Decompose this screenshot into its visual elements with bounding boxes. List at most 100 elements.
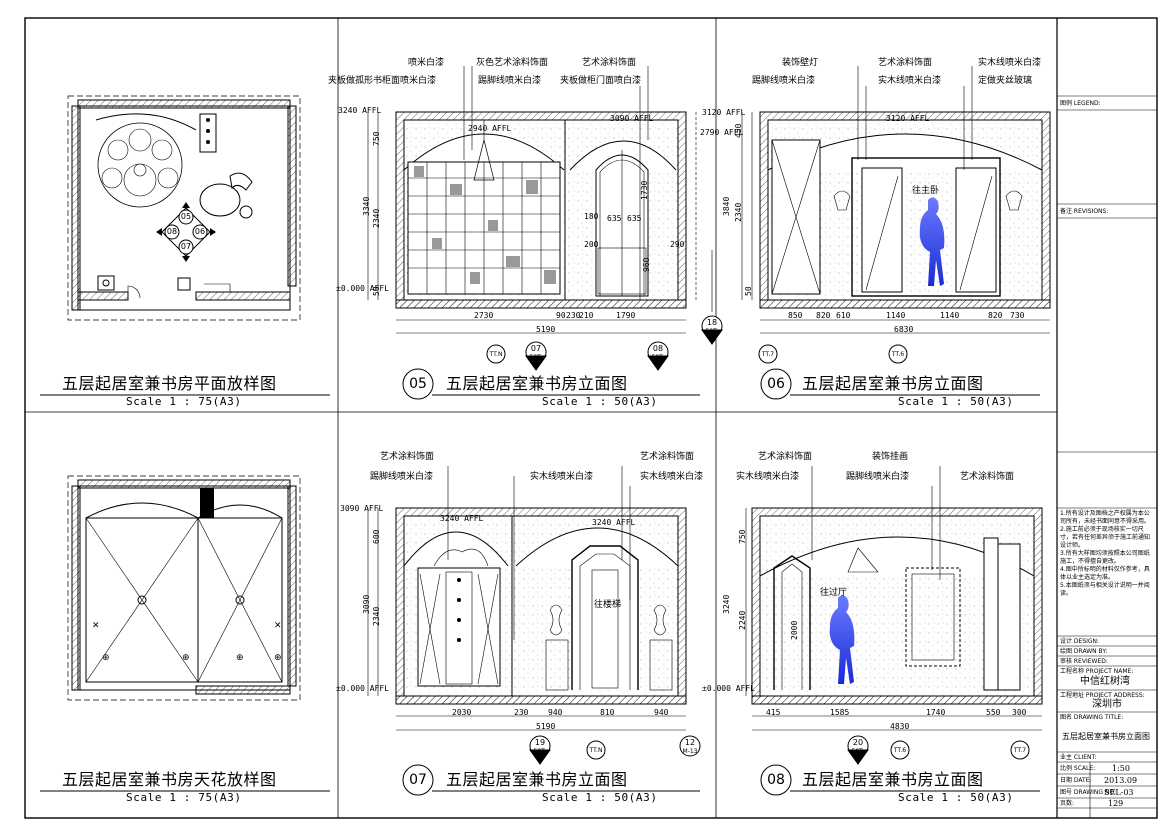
client-label: 业主 CLIENT: [1060, 754, 1097, 761]
vertical-dim: 3340 [362, 196, 371, 216]
axis-tag: TT.N [489, 351, 503, 358]
horizontal-dim: 610 [836, 311, 851, 320]
date-label: 日期 DATE: [1060, 777, 1092, 784]
svg-text:⊕: ⊕ [182, 653, 190, 663]
section-tag-ref: 50T-04 [529, 354, 543, 369]
total-dim: 5190 [536, 722, 556, 731]
vertical-dim: 750 [738, 529, 747, 544]
scale-value: 1:50 [1112, 764, 1130, 773]
drawing-no-label: 图号 DRAWING NO: [1060, 789, 1117, 796]
section-tag: 07 [530, 344, 542, 353]
horizontal-dim: 1140 [886, 311, 906, 320]
panel-title-plan: 五层起居室兼书房平面放样图 [62, 374, 277, 393]
horizontal-dim: 2730 [474, 311, 494, 320]
elevation-07 [367, 507, 687, 731]
inner-dim: 1730 [640, 180, 649, 200]
vertical-dim: 50 [372, 286, 381, 296]
vertical-dim: 750 [372, 131, 381, 146]
title-block [1057, 95, 1157, 818]
project-address: 深圳市 [1092, 699, 1122, 710]
level-mark: ±0.000 AFFL [336, 684, 389, 693]
horizontal-dim: 820 [988, 311, 1003, 320]
inner-dim: 635 [627, 214, 642, 223]
level-mark: 3120 AFFL [702, 108, 746, 117]
svg-text:⊕: ⊕ [102, 653, 110, 663]
horizontal-dim: 940 [548, 708, 563, 717]
panel-title-06: 五层起居室兼书房立面图 [802, 374, 984, 393]
total-dim: 4830 [890, 722, 910, 731]
plan-tag: 05 [180, 212, 192, 221]
level-mark: 3240 AFFL [440, 514, 484, 523]
vertical-dim: 2000 [790, 620, 799, 640]
svg-text:⊕: ⊕ [236, 653, 244, 663]
axis-tag: TT.7 [1013, 747, 1027, 754]
level-mark: 3090 AFFL [340, 504, 384, 513]
horizontal-dim: 230 [566, 311, 581, 320]
material-label: 踢脚线喷米白漆 [846, 472, 910, 482]
level-mark: ±0.000 AFFL [702, 684, 755, 693]
material-label: 灰色艺术涂料饰面 [476, 58, 549, 68]
horizontal-dim: 1585 [830, 708, 850, 717]
direction-note: 往过厅 [820, 588, 848, 598]
address-label: 工程地址 PROJECT ADDRESS: [1060, 692, 1145, 699]
panel-title-07: 五层起居室兼书房立面图 [446, 770, 628, 789]
floor-plan [67, 95, 301, 321]
panel-number-08: 08 [767, 772, 785, 788]
section-tag: 08 [652, 344, 664, 353]
scale-label: 比例 SCALE: [1060, 765, 1096, 772]
horizontal-dim: 1140 [940, 311, 960, 320]
level-mark: 2790 AFFL [700, 128, 744, 137]
material-label: 夹板做孤形书柜面喷米白漆 [328, 76, 437, 86]
horizontal-dim: 850 [788, 311, 803, 320]
material-label: 艺术涂料饰面 [878, 58, 933, 68]
panel-scale-08: Scale 1 : 50(A3) [898, 791, 1014, 804]
horizontal-dim: 210 [579, 311, 594, 320]
material-label: 实木线喷米白漆 [736, 472, 800, 482]
plan-tag: 07 [180, 242, 192, 251]
horizontal-dim: 820 [816, 311, 831, 320]
panel-number-06: 06 [767, 376, 785, 392]
revisions-label: 备注 REVISIONS: [1060, 208, 1109, 215]
svg-text:✕: ✕ [274, 621, 282, 631]
total-dim: 5190 [536, 325, 556, 334]
direction-note: 往主卧 [912, 186, 940, 196]
horizontal-dim: 230 [514, 708, 529, 717]
drawing-no: SEL-03 [1104, 788, 1134, 797]
review-label: 审核 REVIEWED: [1060, 658, 1108, 665]
sheet-frame [24, 17, 1158, 819]
vertical-dim: 2340 [372, 606, 381, 626]
section-tag: 12 [684, 738, 696, 747]
vertical-dim: 600 [372, 529, 381, 544]
total-dim: 6830 [894, 325, 914, 334]
material-label: 艺术涂料饰面 [380, 452, 435, 462]
horizontal-dim: 1740 [926, 708, 946, 717]
horizontal-dim: 300 [1012, 708, 1027, 717]
vertical-dim: 450 [734, 123, 743, 138]
panel-scale-05: Scale 1 : 50(A3) [542, 395, 658, 408]
page-number: 129 [1108, 799, 1124, 808]
level-mark: 3090 AFFL [610, 114, 654, 123]
material-label: 夹板做柜门面喷白漆 [560, 76, 642, 86]
inner-dim: 180 [584, 212, 599, 221]
material-label: 喷米白漆 [408, 58, 445, 68]
section-tag: 20 [852, 738, 864, 747]
section-tag-ref: M-13 [682, 748, 698, 755]
date-value: 2013.09 [1104, 776, 1138, 785]
vertical-dim: 2340 [734, 202, 743, 222]
material-label: 装饰挂画 [872, 452, 909, 462]
section-tag: 19 [534, 738, 546, 747]
axis-tag: TT.6 [893, 747, 907, 754]
drawing-title-label: 图名 DRAWING TITLE: [1060, 714, 1124, 721]
axis-tag: TT.N [589, 747, 603, 754]
material-label: 装饰壁灯 [782, 58, 819, 68]
panel-number-07: 07 [409, 772, 427, 788]
panel-scale-07: Scale 1 : 50(A3) [542, 791, 658, 804]
panel-title-ceiling: 五层起居室兼书房天花放样图 [62, 770, 277, 789]
horizontal-dim: 1790 [616, 311, 636, 320]
horizontal-dim: 730 [1010, 311, 1025, 320]
horizontal-dim: 415 [766, 708, 781, 717]
panel-scale-plan: Scale 1 : 75(A3) [126, 395, 242, 408]
horizontal-dim: 810 [600, 708, 615, 717]
page-label: 页数: [1060, 800, 1075, 807]
elevation-05 [367, 111, 713, 334]
